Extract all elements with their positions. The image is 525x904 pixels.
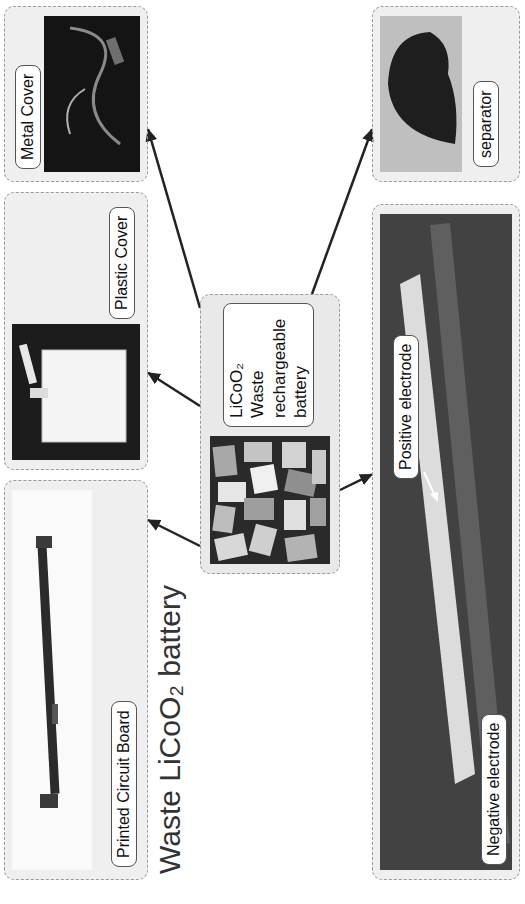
panel-ground: [4, 480, 148, 880]
plastic-cover-photo: [12, 324, 140, 460]
panel-ground: [200, 294, 340, 574]
part-panel: Metal Cover: [4, 6, 148, 182]
part-label: Plastic Cover: [109, 207, 135, 319]
flow-arrow: [148, 520, 200, 546]
part-panel: Plastic Cover: [4, 192, 148, 470]
part-label: Positive electrode: [393, 335, 419, 479]
part-label: Negative electrode: [481, 714, 507, 865]
flow-arrow: [148, 373, 200, 406]
part-label: Printed Circuit Board: [111, 701, 137, 867]
panel-ground: [372, 6, 520, 182]
battery-pile-photo: [210, 436, 330, 564]
pcb-photo: [12, 490, 92, 870]
flow-arrow: [340, 474, 372, 490]
panel-ground: [372, 204, 520, 880]
battery-panel: LiCoO₂ Waste rechargeable battery: [200, 294, 340, 574]
leader-arrowhead: [430, 492, 438, 502]
figure-title: Waste LiCoO₂ battery: [152, 585, 188, 874]
part-label: Metal Cover: [15, 65, 41, 169]
flow-arrow: [312, 129, 372, 294]
part-panel: separator: [372, 6, 520, 182]
panel-ground: [4, 6, 148, 182]
separator-photo: [380, 16, 462, 172]
panel-ground: [4, 192, 148, 470]
metal-cover-photo: [44, 16, 140, 172]
part-panel: Printed Circuit Board: [4, 480, 148, 880]
electrodes-photo: [380, 214, 512, 870]
part-label: separator: [473, 81, 499, 167]
flow-arrow: [148, 129, 200, 308]
part-label: LiCoO₂ Waste rechargeable battery: [223, 303, 314, 427]
electrode-panel: Positive electrodeNegative electrode: [372, 204, 520, 880]
